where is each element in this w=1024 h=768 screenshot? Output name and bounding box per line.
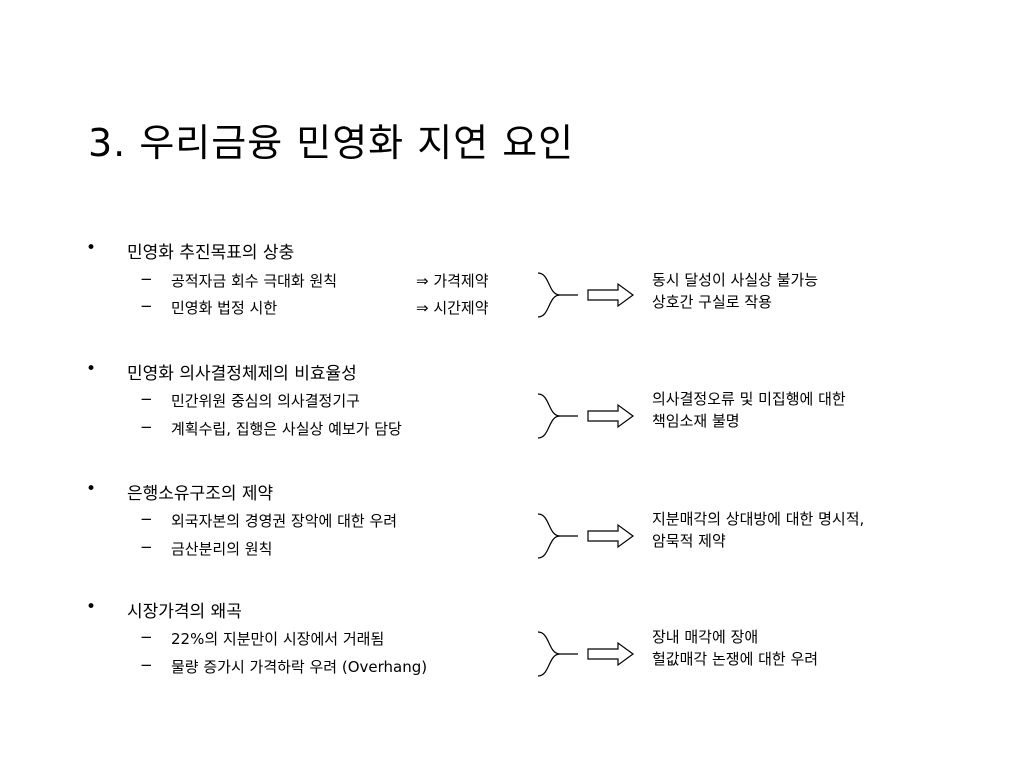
hollow-arrow-icon [587,523,635,549]
result-line: 의사결정오류 및 미집행에 대한 [652,390,846,408]
sub-item-text: 계획수립, 집행은 사실상 예보가 담당 [171,420,402,438]
section-goal-conflict: • 민영화 추진목표의 상충 − 공적자금 회수 극대화 원칙 ⇒ 가격제약 −… [0,238,1024,328]
dash-marker: − [140,510,153,528]
result-line: 헐값매각 논쟁에 대한 우려 [652,650,819,668]
sub-item: 공적자금 회수 극대화 원칙 ⇒ 가격제약 [171,270,489,291]
dash-marker: − [140,656,153,674]
dash-marker: − [140,390,153,408]
sub-item-text: 민영화 법정 시한 [171,299,278,317]
right-brace-icon [537,393,561,439]
result-line: 암묵적 제약 [652,532,726,550]
sub-item: 계획수립, 집행은 사실상 예보가 담당 [171,418,402,439]
sub-item-text: 물량 증가시 가격하락 우려 (Overhang) [171,658,428,676]
bullet-marker: • [86,359,97,379]
dash-marker: − [140,270,153,288]
section-heading: 민영화 의사결정체제의 비효율성 [127,364,357,384]
dash-marker: − [140,418,153,436]
section-heading: 민영화 추진목표의 상충 [127,243,295,263]
result-line: 장내 매각에 장애 [652,628,759,646]
sub-item: 외국자본의 경영권 장악에 대한 우려 [171,510,397,531]
result-line: 상호간 구실로 작용 [652,293,772,311]
sub-item-text: 민간위원 중심의 의사결정기구 [171,392,360,410]
bullet-marker: • [86,597,97,617]
brace-arrow-connector [537,631,635,677]
sub-item-text: 외국자본의 경영권 장악에 대한 우려 [171,512,398,530]
result-text: 장내 매각에 장애 헐값매각 논쟁에 대한 우려 [652,626,818,670]
result-text: 의사결정오류 및 미집행에 대한 책임소재 불명 [652,388,846,432]
brace-arrow-connector [537,393,635,439]
sub-item: 민영화 법정 시한 ⇒ 시간제약 [171,297,489,318]
slide-title: 3. 우리금융 민영화 지연 요인 [88,121,575,165]
right-brace-icon [537,272,561,318]
sub-item: 금산분리의 원칙 [171,538,272,559]
hollow-arrow-icon [587,282,635,308]
sub-item: 민간위원 중심의 의사결정기구 [171,390,360,411]
bullet-marker: • [86,479,97,499]
brace-arrow-connector [537,272,635,318]
section-decision-inefficiency: • 민영화 의사결정체제의 비효율성 − 민간위원 중심의 의사결정기구 − 계… [0,359,1024,449]
section-market-distortion: • 시장가격의 왜곡 − 22%의 지분만이 시장에서 거래됨 − 물량 증가시… [0,597,1024,687]
dash-marker: − [140,538,153,556]
constraint-label: ⇒ 가격제약 [416,272,489,290]
sub-item: 물량 증가시 가격하락 우려 (Overhang) [171,656,427,677]
sub-item-text: 공적자금 회수 극대화 원칙 [171,272,338,290]
section-heading: 시장가격의 왜곡 [127,602,242,622]
sub-item-text: 22%의 지분만이 시장에서 거래됨 [171,630,385,648]
constraint-label: ⇒ 시간제약 [416,299,489,317]
hollow-arrow-icon [587,403,635,429]
section-ownership-constraint: • 은행소유구조의 제약 − 외국자본의 경영권 장악에 대한 우려 − 금산분… [0,479,1024,569]
result-line: 책임소재 불명 [652,412,740,430]
result-text: 동시 달성이 사실상 불가능 상호간 구실로 작용 [652,269,818,313]
brace-arrow-connector [537,513,635,559]
dash-marker: − [140,628,153,646]
result-text: 지분매각의 상대방에 대한 명시적, 암묵적 제약 [652,508,864,552]
right-brace-icon [537,513,561,559]
section-heading: 은행소유구조의 제약 [127,484,274,504]
bullet-marker: • [86,238,97,258]
sub-item: 22%의 지분만이 시장에서 거래됨 [171,628,384,649]
result-line: 동시 달성이 사실상 불가능 [652,271,819,289]
right-brace-icon [537,631,561,677]
result-line: 지분매각의 상대방에 대한 명시적, [652,510,865,528]
dash-marker: − [140,297,153,315]
sub-item-text: 금산분리의 원칙 [171,540,273,558]
hollow-arrow-icon [587,641,635,667]
